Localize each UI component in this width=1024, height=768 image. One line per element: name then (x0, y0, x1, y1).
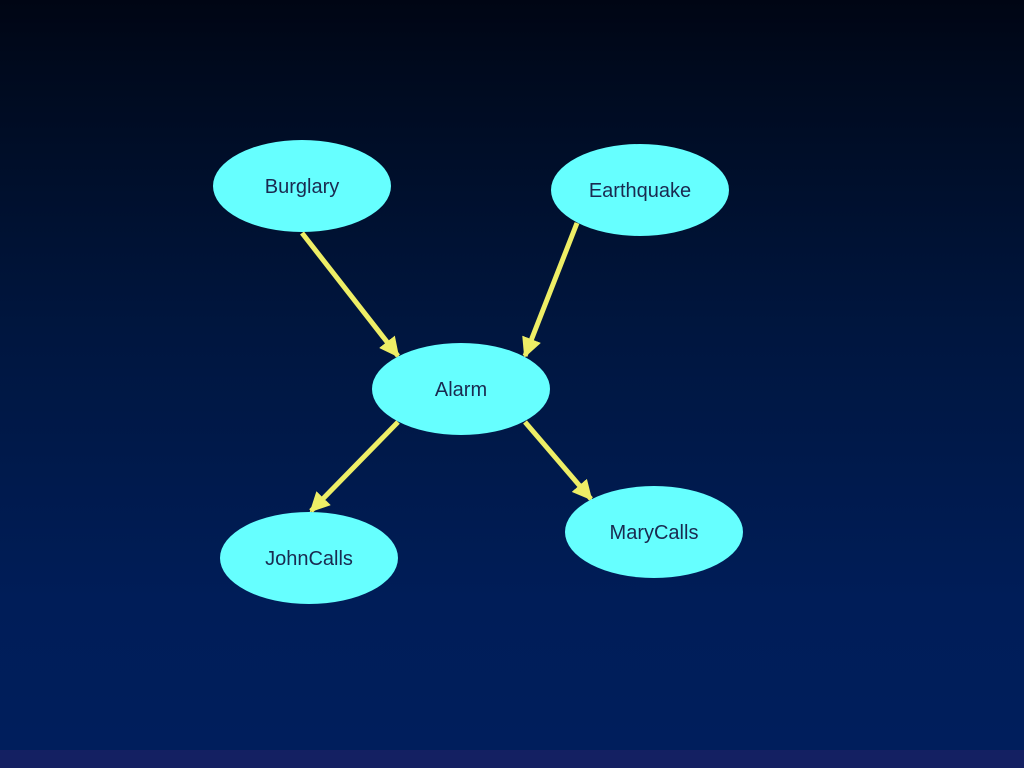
node-burglary: Burglary (213, 140, 391, 232)
node-burglary-ellipse (213, 140, 391, 232)
node-marycalls-ellipse (565, 486, 743, 578)
node-marycalls: MaryCalls (565, 486, 743, 578)
node-alarm-label: Alarm (435, 379, 487, 401)
node-johncalls: JohnCalls (220, 512, 398, 604)
edge-alarm-to-johncalls (309, 420, 400, 513)
node-burglary-label: Burglary (265, 176, 339, 198)
node-alarm: Alarm (372, 343, 550, 435)
node-johncalls-ellipse (220, 512, 398, 604)
node-earthquake-label: Earthquake (589, 180, 691, 202)
node-earthquake-ellipse (551, 144, 729, 236)
edge-burglary-to-alarm (300, 231, 400, 358)
node-alarm-ellipse (372, 343, 550, 435)
edge-alarm-to-marycalls (523, 420, 593, 501)
node-earthquake: Earthquake (551, 144, 729, 236)
node-johncalls-label: JohnCalls (265, 548, 353, 570)
edge-earthquake-to-alarm (522, 222, 580, 358)
node-marycalls-label: MaryCalls (610, 522, 699, 544)
edges-layer (300, 222, 593, 513)
